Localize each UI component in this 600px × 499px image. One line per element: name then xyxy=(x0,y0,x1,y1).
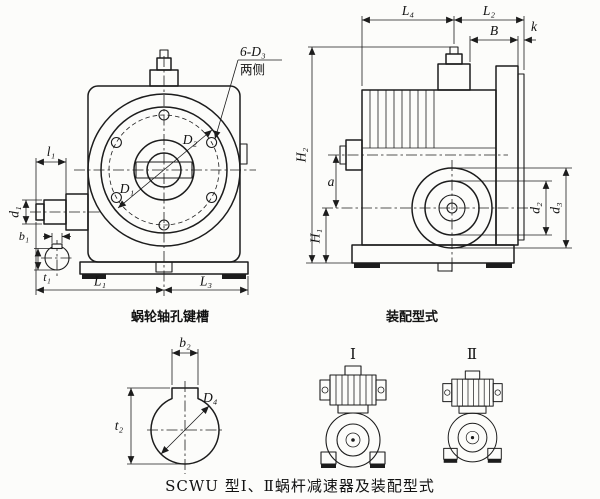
assembly-type-1-drawing xyxy=(319,365,387,469)
vent-cap-side xyxy=(437,46,471,91)
worm-shaft-end xyxy=(339,139,363,171)
assembly-type-2-label: Ⅱ xyxy=(467,345,477,363)
side-view: L₄ L₂ B k H₂ a H₁ d₂ d₃ xyxy=(294,3,572,272)
front-base xyxy=(79,261,249,279)
technical-drawing: 6-D₃ 两侧 D₁ D₂ l₁ d₁ b₁ t₁ L₁ L₃ xyxy=(7,3,572,474)
dim-label-d3: d₃ xyxy=(548,202,563,214)
dim-label-D2: D₂ xyxy=(182,132,198,147)
dim-label-D4: D₄ xyxy=(202,390,218,405)
assembly-type-1-label: Ⅰ xyxy=(350,345,356,363)
shaft-section xyxy=(44,243,70,271)
note-bolt-holes: 6-D₃ xyxy=(240,44,266,59)
dim-label-L2: L₂ xyxy=(482,3,496,18)
dim-label-L4: L₄ xyxy=(401,3,415,18)
keyway-title: 蜗轮轴孔键槽 xyxy=(131,309,209,325)
dim-label-d2: d₂ xyxy=(528,202,543,214)
bore-with-keyway xyxy=(150,387,220,465)
note-both-sides: 两侧 xyxy=(240,62,265,77)
dim-label-L1: L₁ xyxy=(93,274,106,289)
side-housing xyxy=(339,46,525,272)
front-view: 6-D₃ 两侧 D₁ D₂ l₁ d₁ b₁ t₁ L₁ L₃ xyxy=(7,44,282,296)
assembly-type-2-drawing xyxy=(442,370,503,464)
dim-label-b1: b₁ xyxy=(19,229,29,243)
dim-label-H2: H₂ xyxy=(294,147,309,163)
mounting-flange xyxy=(495,65,525,246)
dim-label-l1: l₁ xyxy=(47,144,55,159)
assembly-view: 装配型式 Ⅰ Ⅱ xyxy=(319,309,503,469)
dim-label-L3: L₃ xyxy=(199,274,213,289)
keyway-view: 蜗轮轴孔键槽 b₂ t₂ D₄ xyxy=(115,309,223,474)
dim-label-B: B xyxy=(490,23,498,38)
side-base xyxy=(351,244,515,272)
figure-caption: SCWU 型Ⅰ、Ⅱ蜗杆减速器及装配型式 xyxy=(165,477,435,495)
dim-label-a: a xyxy=(328,174,335,189)
dim-label-k: k xyxy=(531,19,538,34)
dim-label-b2: b₂ xyxy=(179,335,191,350)
dim-label-t2: t₂ xyxy=(115,418,124,433)
input-shaft xyxy=(35,193,89,231)
vent-cap-front xyxy=(149,49,179,87)
dim-label-D1: D₁ xyxy=(119,181,134,196)
dim-label-H1: H₁ xyxy=(308,229,323,244)
front-housing xyxy=(35,49,249,279)
dim-label-t1: t₁ xyxy=(43,270,51,284)
dim-label-d1: d₁ xyxy=(7,206,22,217)
assembly-title: 装配型式 xyxy=(385,309,438,325)
